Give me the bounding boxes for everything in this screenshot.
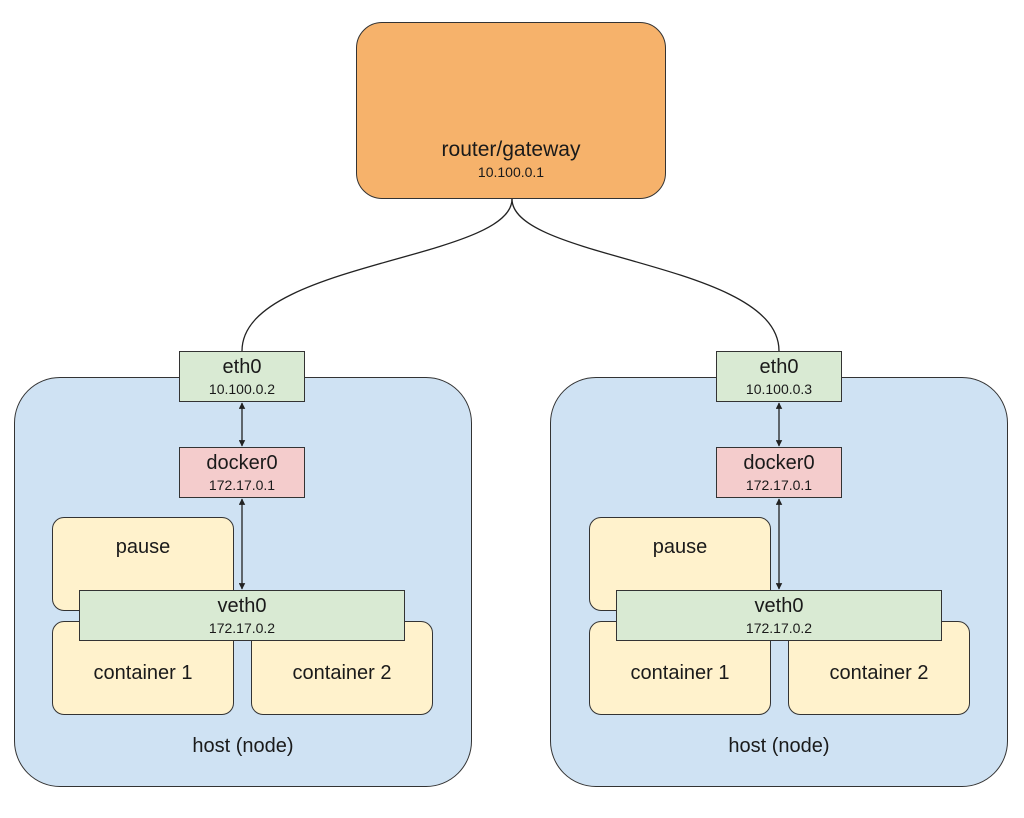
eth0-interface: eth0 10.100.0.2 (179, 351, 305, 402)
docker0-bridge: docker0 172.17.0.1 (179, 447, 305, 498)
host-label: host (node) (728, 735, 830, 757)
veth0-ip: 172.17.0.2 (745, 619, 813, 636)
eth0-ip: 10.100.0.3 (745, 380, 813, 397)
container-label: container 1 (93, 661, 193, 684)
veth0-ip: 172.17.0.2 (208, 619, 276, 636)
router-ip: 10.100.0.1 (477, 163, 545, 180)
container-label: container 2 (292, 661, 392, 684)
docker0-bridge: docker0 172.17.0.1 (716, 447, 842, 498)
docker0-ip: 172.17.0.1 (208, 476, 276, 493)
veth0-interface: veth0 172.17.0.2 (79, 590, 405, 641)
router-to-eth0-left-link (241, 198, 513, 352)
container-label: container 2 (829, 661, 929, 684)
pause-label: pause (652, 536, 708, 558)
docker0-ip: 172.17.0.1 (745, 476, 813, 493)
veth0-interface: veth0 172.17.0.2 (616, 590, 942, 641)
pause-label: pause (115, 536, 171, 558)
host-label: host (node) (192, 735, 294, 757)
veth0-name: veth0 (217, 594, 267, 617)
container-label: container 1 (630, 661, 730, 684)
docker0-name: docker0 (206, 451, 278, 474)
eth0-ip: 10.100.0.2 (208, 380, 276, 397)
eth0-name: eth0 (222, 355, 262, 378)
router-to-eth0-right-link (511, 198, 780, 352)
eth0-name: eth0 (759, 355, 799, 378)
docker0-name: docker0 (743, 451, 815, 474)
eth0-interface: eth0 10.100.0.3 (716, 351, 842, 402)
router-gateway-box: router/gateway 10.100.0.1 (356, 22, 666, 199)
router-name: router/gateway (441, 137, 581, 161)
veth0-name: veth0 (754, 594, 804, 617)
